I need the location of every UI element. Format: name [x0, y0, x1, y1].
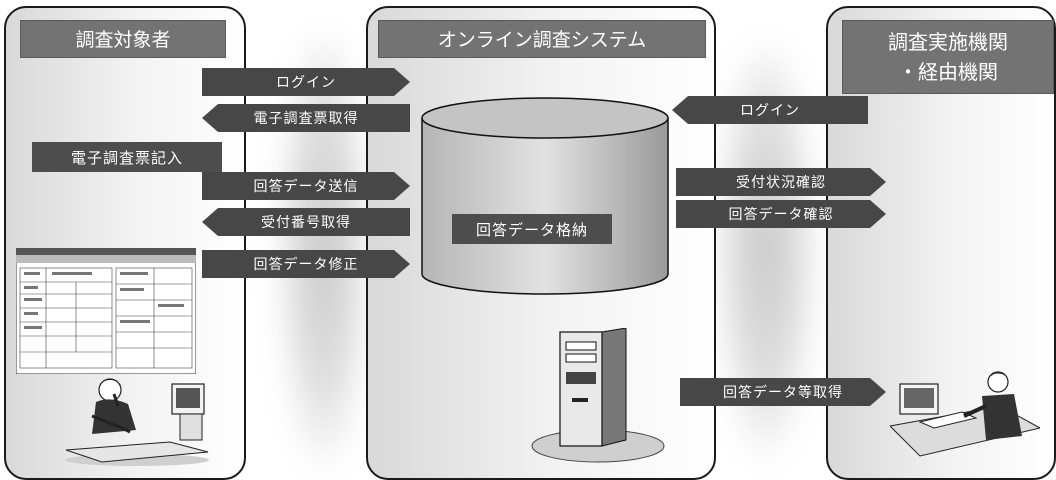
get-data-arrow: 回答データ等取得: [680, 378, 886, 406]
send-data-arrow: 回答データ送信: [202, 172, 410, 200]
get-form-arrow: 電子調査票取得: [202, 104, 410, 132]
online-survey-system-panel: オンライン調査システム 回答データ格納: [366, 6, 716, 480]
database-cylinder: [421, 97, 669, 295]
login-arrow-right: ログイン: [672, 96, 868, 124]
system-title: オンライン調査システム: [378, 20, 706, 58]
check-status-arrow: 受付状況確認: [676, 168, 886, 196]
store-data-box: 回答データ格納: [452, 214, 612, 244]
agency-title-line2: ・経由機関: [898, 60, 998, 84]
respondent-title: 調査対象者: [20, 20, 226, 58]
server-icon: [531, 328, 665, 463]
form-screenshot-image: [16, 248, 196, 374]
check-data-arrow: 回答データ確認: [676, 200, 886, 228]
login-arrow-left: ログイン: [202, 68, 410, 96]
respondent-person-illustration: [65, 378, 209, 466]
agency-person-illustration: [890, 371, 1040, 457]
agency-title-line1: 調査実施機関: [888, 30, 1008, 54]
fix-data-arrow: 回答データ修正: [202, 250, 410, 278]
survey-agency-panel: 調査実施機関 ・経由機関: [826, 6, 1056, 480]
survey-respondent-panel: 調査対象者 電子調査票記入: [4, 6, 246, 480]
agency-title: 調査実施機関 ・経由機関: [842, 20, 1054, 94]
fill-form-box: 電子調査票記入: [32, 142, 222, 172]
get-receipt-arrow: 受付番号取得: [202, 208, 410, 236]
